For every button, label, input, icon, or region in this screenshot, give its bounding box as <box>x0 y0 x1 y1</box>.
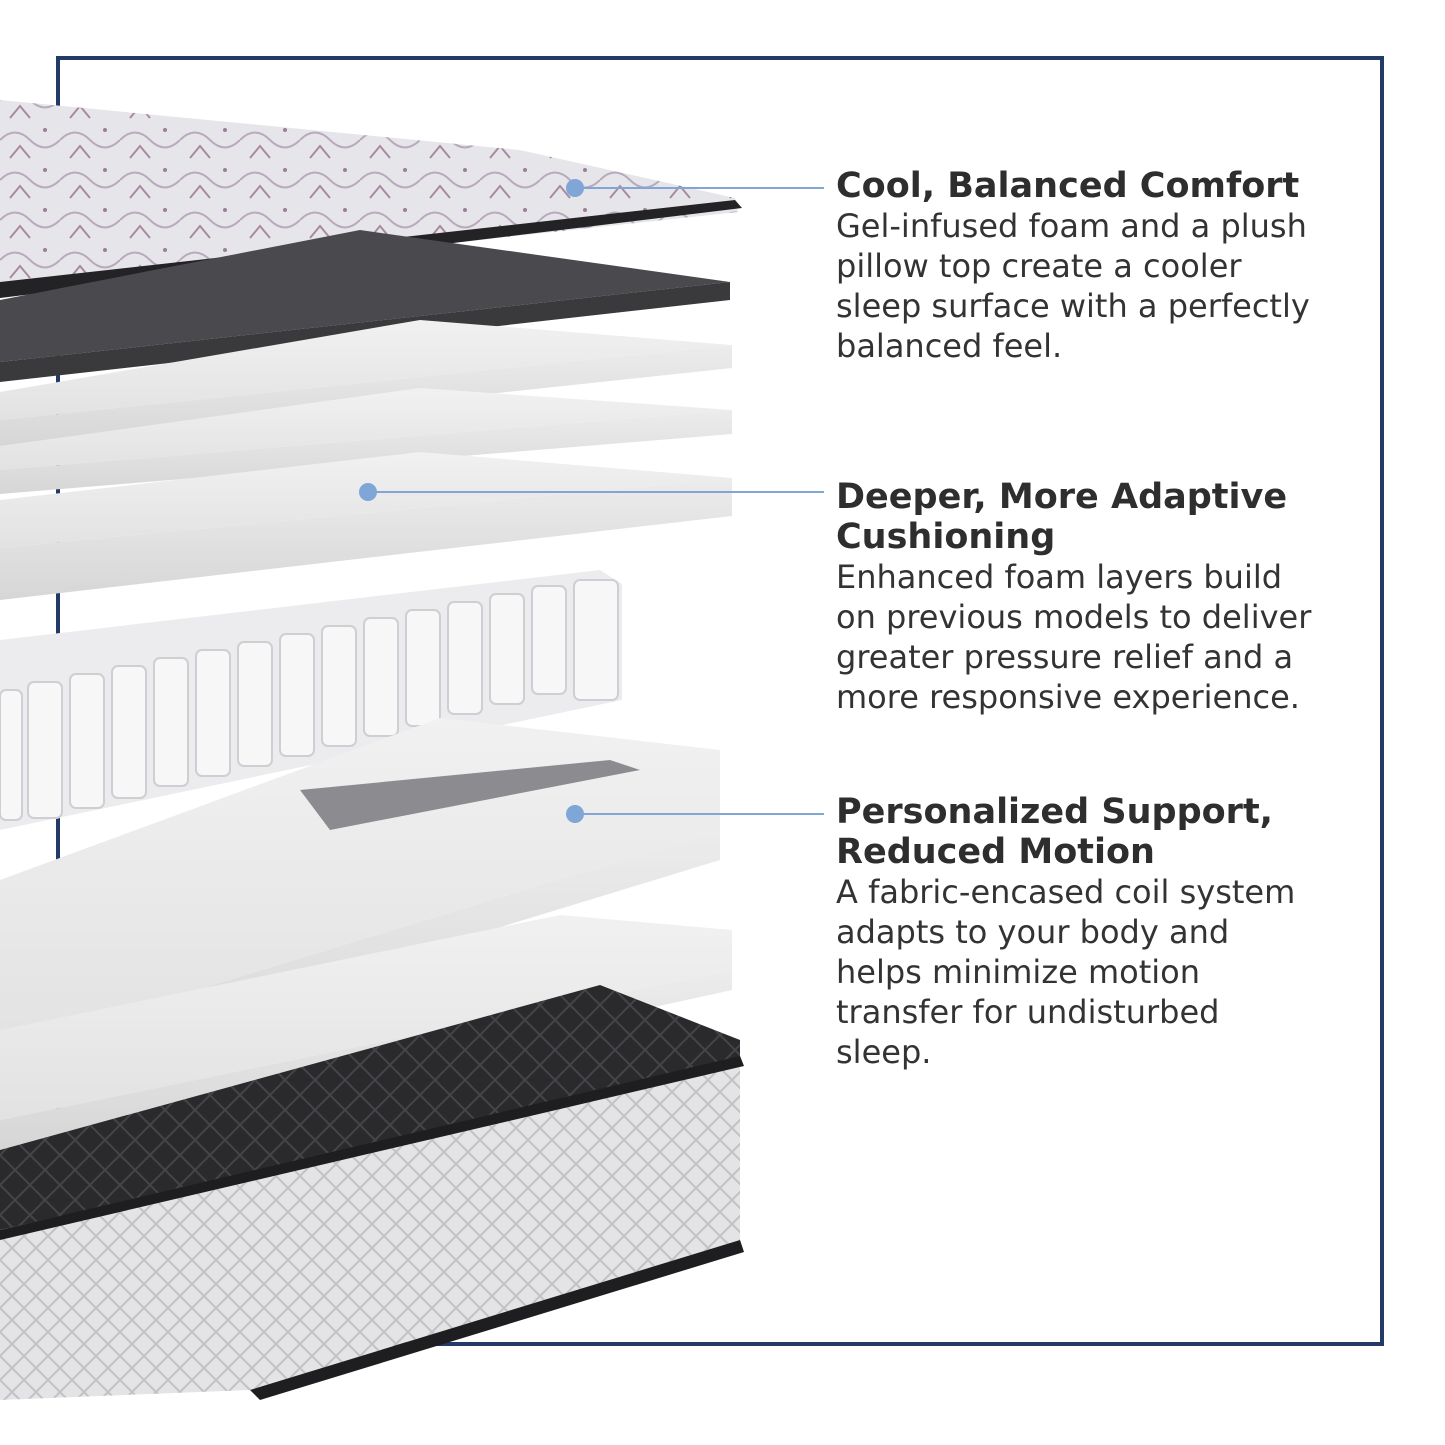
callout-line-3 <box>566 805 824 823</box>
feature-description: A fabric-encased coil system adapts to y… <box>836 873 1296 1071</box>
callout-line-2 <box>359 483 824 501</box>
feature-adaptive-cushioning: Deeper, More Adaptive Cushioning Enhance… <box>836 477 1326 717</box>
feature-title: Personalized Support, Reduced Motion <box>836 792 1273 872</box>
comfort-foam-layer-2 <box>0 388 732 494</box>
pocket-coil-layer <box>0 570 622 830</box>
feature-title: Cool, Balanced Comfort <box>836 166 1300 206</box>
feature-description: Enhanced foam layers build on previous m… <box>836 558 1312 716</box>
feature-cool-comfort: Cool, Balanced Comfort Gel-infused foam … <box>836 166 1336 366</box>
callout-line-1 <box>566 179 824 197</box>
feature-title: Deeper, More Adaptive Cushioning <box>836 477 1288 557</box>
feature-personalized-support: Personalized Support, Reduced Motion A f… <box>836 792 1306 1072</box>
feature-description: Gel-infused foam and a plush pillow top … <box>836 207 1310 365</box>
mattress-base <box>0 985 744 1400</box>
